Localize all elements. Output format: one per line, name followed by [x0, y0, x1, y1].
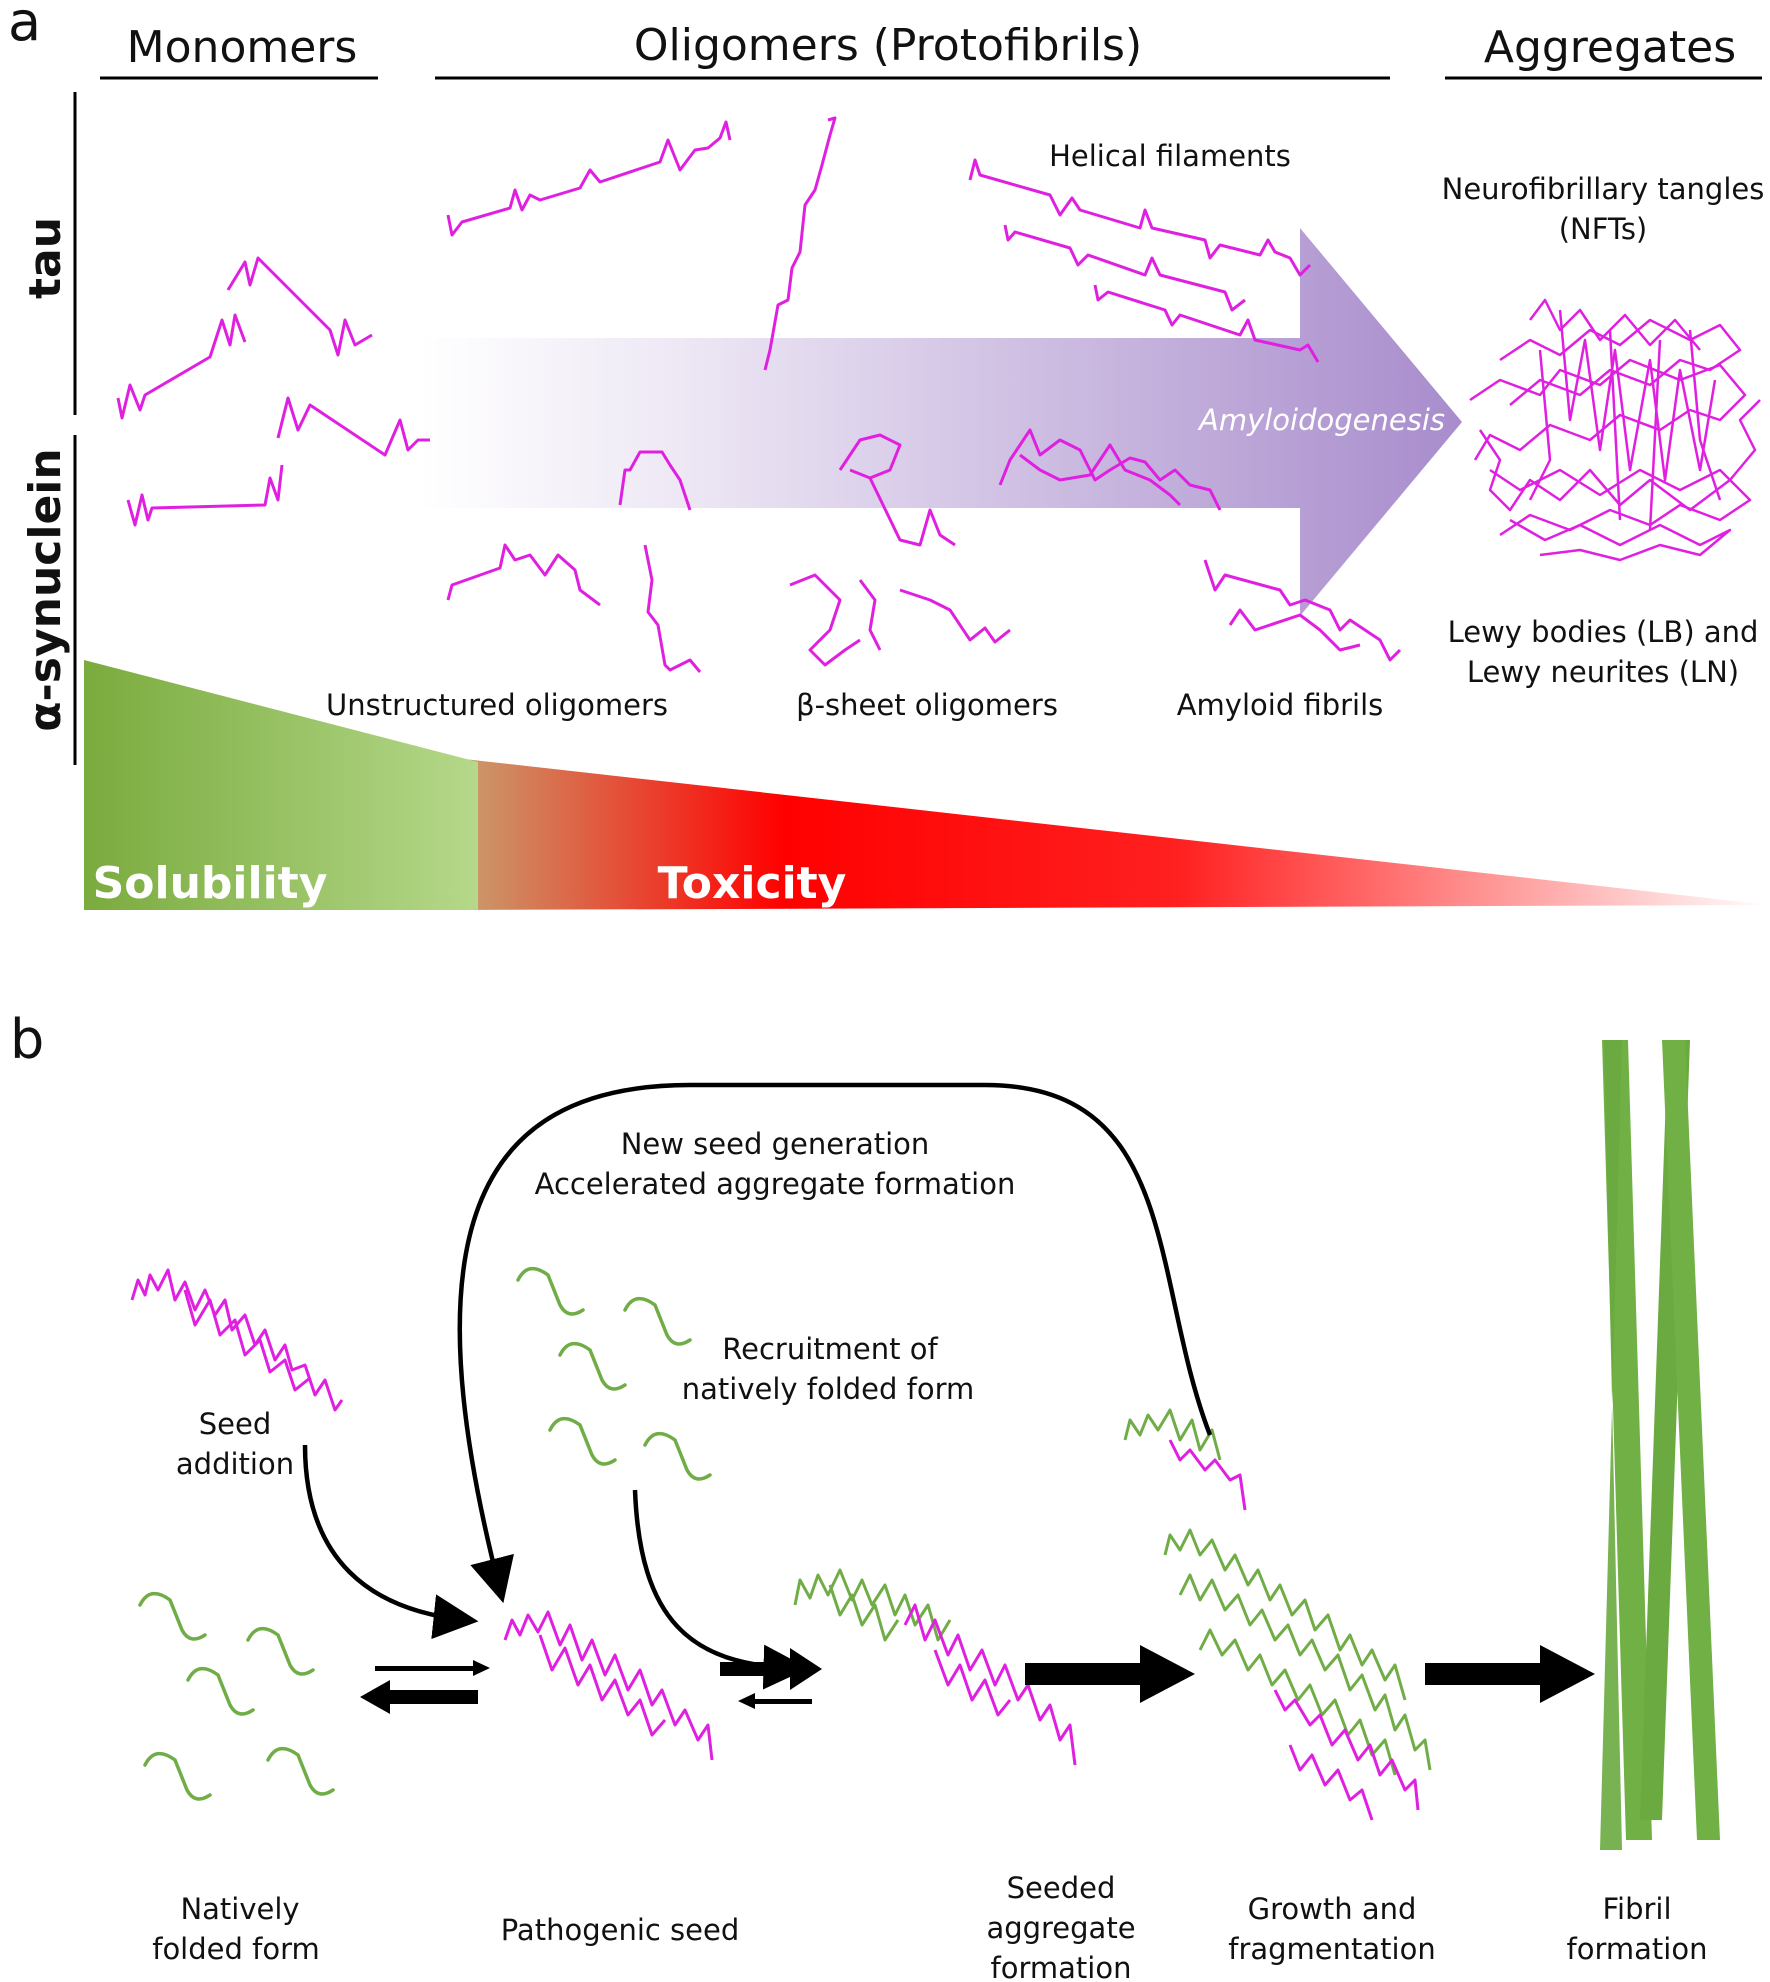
seed-addition-icon — [130, 1268, 344, 1412]
label-seeded-line3: formation — [991, 1951, 1132, 1982]
tangle-aggregate — [1469, 298, 1761, 562]
amyloidogenesis-label: Amyloidogenesis — [1197, 403, 1445, 437]
label-growth-line1: Growth and — [1248, 1892, 1417, 1926]
label-nft-line2: (NFTs) — [1559, 212, 1648, 246]
label-lewy-line2: Lewy neurites (LN) — [1467, 655, 1739, 689]
growth-fragmentation-icon — [1123, 1408, 1432, 1821]
label-recruitment-line2: natively folded form — [682, 1372, 975, 1406]
header-monomers: Monomers — [127, 22, 358, 73]
helical-filaments — [968, 158, 1320, 363]
solubility-wedge — [84, 660, 478, 910]
label-seeded-line2: aggregate — [986, 1911, 1135, 1945]
label-seeded-line1: Seeded — [1007, 1871, 1116, 1905]
label-seed-addition-line2: addition — [176, 1447, 294, 1481]
native-forms-left — [138, 1591, 335, 1801]
native-forms-recruit — [516, 1266, 712, 1481]
unstructured-oligomers — [446, 116, 837, 673]
label-amyloid-fibrils: Amyloid fibrils — [1177, 688, 1384, 722]
toxicity-wedge — [455, 758, 1770, 910]
row-label-alpha-synuclein: α-synuclein — [20, 448, 71, 731]
row-label-tau: tau — [20, 217, 71, 299]
seed-addition-arrow — [302, 1444, 479, 1640]
amyloid-fibrils — [998, 428, 1402, 662]
equilibrium-arrows-seed-aggregate — [720, 1648, 822, 1709]
header-oligomers: Oligomers (Protofibrils) — [634, 20, 1142, 71]
toxicity-label: Toxicity — [658, 858, 847, 909]
solubility-label: Solubility — [93, 858, 328, 909]
equilibrium-arrows-native-seed — [360, 1660, 490, 1714]
label-fibril-line2: formation — [1567, 1932, 1708, 1966]
seeded-aggregate-icon — [793, 1568, 1077, 1766]
label-new-seed-line1: New seed generation — [621, 1127, 930, 1161]
label-seed-addition-line1: Seed — [199, 1407, 272, 1441]
pathogenic-seed-icon — [503, 1610, 714, 1761]
panel-a-letter: a — [8, 0, 41, 53]
header-aggregates: Aggregates — [1484, 22, 1736, 73]
process-arrow-1 — [1025, 1645, 1195, 1703]
panel-b-letter: b — [10, 1008, 44, 1071]
label-beta-sheet-oligomers: β-sheet oligomers — [796, 688, 1058, 722]
tau-monomers — [116, 256, 430, 457]
label-helical-filaments: Helical filaments — [1049, 139, 1291, 173]
label-fibril-line1: Fibril — [1602, 1892, 1671, 1926]
process-arrow-2 — [1425, 1645, 1595, 1703]
label-nft-line1: Neurofibrillary tangles — [1442, 172, 1765, 206]
asyn-monomers — [126, 464, 284, 527]
amyloidogenesis-arrow — [418, 228, 1462, 616]
label-new-seed-line2: Accelerated aggregate formation — [535, 1167, 1016, 1201]
label-growth-line2: fragmentation — [1228, 1932, 1435, 1966]
feedback-arc-arrow — [457, 1082, 1213, 1604]
label-lewy-line1: Lewy bodies (LB) and — [1448, 615, 1759, 649]
fibril-rods-icon — [1600, 1040, 1720, 1850]
label-pathogenic-seed: Pathogenic seed — [501, 1913, 740, 1947]
beta-sheet-oligomers — [789, 433, 1011, 667]
label-recruitment-line1: Recruitment of — [722, 1332, 938, 1366]
label-native-line2: folded form — [152, 1932, 320, 1966]
recruitment-arrow — [632, 1489, 809, 1690]
label-native-line1: Natively — [180, 1892, 299, 1926]
label-unstructured-oligomers: Unstructured oligomers — [326, 688, 668, 722]
